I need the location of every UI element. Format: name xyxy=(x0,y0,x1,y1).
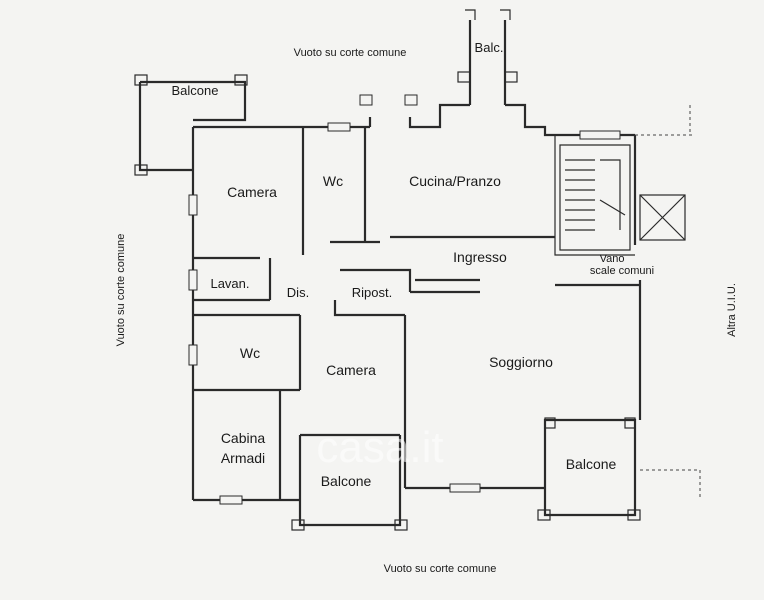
top-courtyard-label: Vuoto su corte comune xyxy=(294,47,407,59)
room-soggiorno: Soggiorno xyxy=(489,354,553,370)
room-balcone-right: Balcone xyxy=(566,456,617,472)
bottom-courtyard-label: Vuoto su corte comune xyxy=(384,563,497,575)
right-unit-label: Altra U.I.U. xyxy=(726,283,738,337)
walls xyxy=(191,103,642,502)
room-armadi: Armadi xyxy=(221,450,265,466)
windows xyxy=(188,94,621,505)
room-camera-2: Camera xyxy=(326,362,376,378)
boundary-lines xyxy=(635,105,701,500)
room-lavan: Lavan. xyxy=(210,276,249,291)
room-balcone-top-left: Balcone xyxy=(172,83,219,98)
room-camera-1: Camera xyxy=(227,184,277,200)
room-cucina-pranzo: Cucina/Pranzo xyxy=(409,173,501,189)
left-courtyard-label: Vuoto su corte comune xyxy=(115,234,127,347)
watermark: casa.it xyxy=(316,423,443,472)
room-balc-top: Balc. xyxy=(475,40,504,55)
staircase xyxy=(565,159,686,241)
room-wc-2: Wc xyxy=(240,345,260,361)
room-vano: Vano xyxy=(600,253,625,265)
balconies xyxy=(134,9,641,531)
room-scale-comuni: scale comuni xyxy=(590,265,654,277)
room-ripost: Ripost. xyxy=(352,285,392,300)
room-dis: Dis. xyxy=(287,285,309,300)
room-wc-1: Wc xyxy=(323,173,343,189)
room-ingresso: Ingresso xyxy=(453,249,507,265)
room-balcone-bottom: Balcone xyxy=(321,473,372,489)
room-cabina: Cabina xyxy=(221,430,266,446)
